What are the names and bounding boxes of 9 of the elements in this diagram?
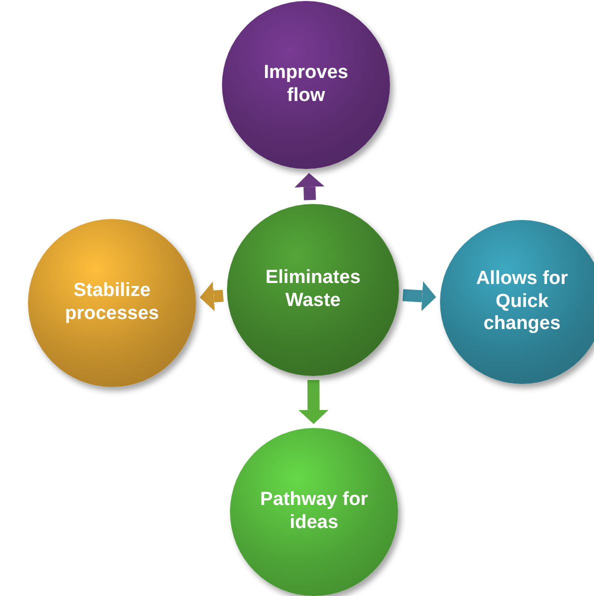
node-label: Eliminates Waste [264,267,362,313]
node-label: Pathway for ideas [259,489,369,535]
node-label: Allows for Quick changes [475,268,569,336]
node-label: Improves flow [262,62,350,108]
block-arrow [200,281,224,312]
block-arrow [298,380,329,424]
block-arrow [294,172,324,200]
block-arrow [402,281,436,312]
node-label: Stabilize processes [64,280,160,326]
